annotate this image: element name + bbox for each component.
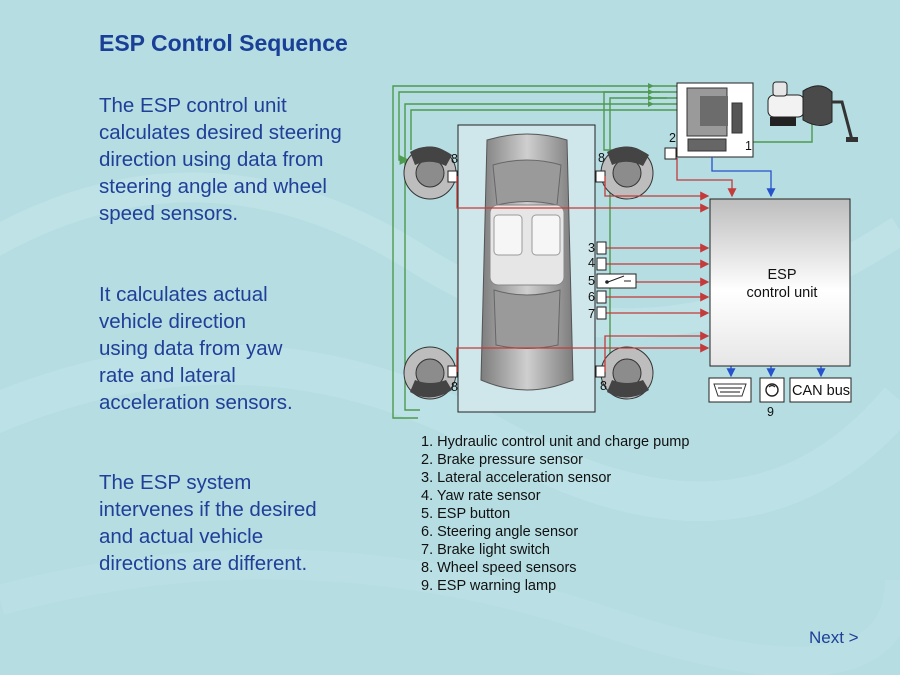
label-8-fl: 8 <box>451 152 458 166</box>
text-line: intervenes if the desired <box>99 498 317 521</box>
esp-control-unit <box>709 198 851 367</box>
legend-item: 9. ESP warning lamp <box>421 578 557 594</box>
next-button[interactable]: Next > <box>809 628 859 647</box>
text-line: direction using data from <box>99 148 324 171</box>
ecu-label-line2: control unit <box>747 285 818 301</box>
text-line: vehicle direction <box>99 310 246 333</box>
wheel-speed-sensor-rr <box>595 365 606 378</box>
component-number-labels: 1 2 3 4 5 6 7 8 8 8 8 9 <box>451 131 774 419</box>
legend-item: 1. Hydraulic control unit and charge pum… <box>421 434 690 450</box>
steering-angle-sensor <box>596 290 607 304</box>
label-7: 7 <box>588 307 595 321</box>
text-line: calculates desired steering <box>99 121 342 144</box>
text-line: rate and lateral <box>99 364 236 387</box>
wheel-rear-right <box>600 346 654 400</box>
label-2: 2 <box>669 131 676 145</box>
esp-system-diagram: ESP control unit CAN bus 1 2 3 4 5 6 7 8… <box>392 81 858 419</box>
text-line: and actual vehicle <box>99 525 264 548</box>
yaw-rate-sensor <box>596 257 607 271</box>
diagnostic-connector <box>708 377 752 403</box>
hydraulic-control-unit <box>676 82 754 158</box>
legend-item: 6. Steering angle sensor <box>421 524 579 540</box>
wheel-rear-left <box>403 346 457 400</box>
car-topview <box>480 133 574 391</box>
sensor-signal-lines <box>456 158 737 372</box>
text-line: The ESP system <box>99 471 252 494</box>
text-line: The ESP control unit <box>99 94 287 117</box>
text-line: steering angle and wheel <box>99 175 327 198</box>
brake-light-switch <box>596 306 607 320</box>
label-6: 6 <box>588 290 595 304</box>
label-8-rr: 8 <box>600 379 607 393</box>
output-lines <box>711 157 826 378</box>
paragraph-intervention: The ESP system intervenes if the desired… <box>99 469 384 577</box>
legend-item: 8. Wheel speed sensors <box>421 560 577 576</box>
label-1: 1 <box>745 139 752 153</box>
ecu-label-line1: ESP <box>767 267 796 283</box>
label-8-fr: 8 <box>598 151 605 165</box>
legend-item: 7. Brake light switch <box>421 542 550 558</box>
text-line: using data from yaw <box>99 337 283 360</box>
legend-item: 3. Lateral acceleration sensor <box>421 470 612 486</box>
wheel-front-right <box>600 146 654 200</box>
label-5: 5 <box>588 274 595 288</box>
esp-button[interactable] <box>596 273 637 289</box>
diagram-legend: 1. Hydraulic control unit and charge pum… <box>421 433 689 595</box>
hydraulic-arrows <box>648 83 654 107</box>
text-line: acceleration sensors. <box>99 391 293 414</box>
text-line: directions are different. <box>99 552 308 575</box>
legend-item: 5. ESP button <box>421 506 511 522</box>
wheel-speed-sensor-rl <box>447 365 458 378</box>
label-8-rl: 8 <box>451 380 458 394</box>
paragraph-actual-direction: It calculates actual vehicle direction u… <box>99 281 384 416</box>
brake-pressure-sensor <box>664 147 677 160</box>
can-bus-box <box>789 377 852 403</box>
text-line: It calculates actual <box>99 283 268 306</box>
can-bus-label: CAN bus <box>792 383 850 399</box>
label-3: 3 <box>588 241 595 255</box>
label-9: 9 <box>767 405 774 419</box>
wheel-front-left <box>403 146 457 200</box>
text-line: speed sensors. <box>99 202 239 225</box>
wheel-speed-sensor-fl <box>447 170 458 183</box>
slide-title: ESP Control Sequence <box>99 30 348 56</box>
esp-warning-lamp <box>759 377 785 403</box>
label-4: 4 <box>588 256 595 270</box>
brake-master-cylinder <box>767 81 858 142</box>
paragraph-desired-direction: The ESP control unit calculates desired … <box>99 92 384 227</box>
legend-item: 2. Brake pressure sensor <box>421 452 583 468</box>
wheel-speed-sensor-fr <box>595 170 606 183</box>
warning-lamp-icon <box>765 383 779 397</box>
lateral-acceleration-sensor <box>596 241 607 255</box>
legend-item: 4. Yaw rate sensor <box>421 488 541 504</box>
